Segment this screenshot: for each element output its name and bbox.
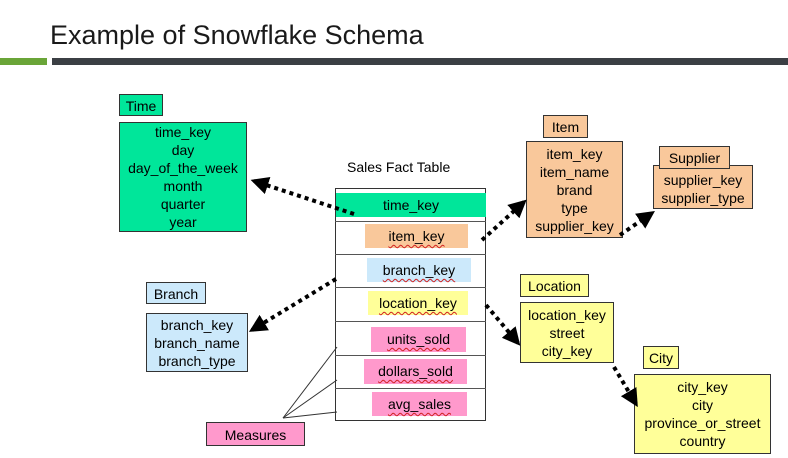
item-attr: item_name (539, 163, 610, 180)
time-attr: time_key (154, 124, 212, 140)
time-attr: quarter (160, 196, 206, 212)
fact-measure-label: dollars_sold (378, 363, 453, 379)
fact-measure-units-sold: units_sold (371, 327, 466, 352)
branch-attr: branch_key (160, 316, 234, 333)
fact-key-time: time_key (336, 193, 486, 217)
fact-key-label: location_key (379, 295, 457, 311)
connector-branch (248, 277, 338, 332)
slide-title: Example of Snowflake Schema (50, 20, 424, 50)
branch-label: Branch (146, 282, 206, 304)
item-attributes: item_key item_name brand type supplier_k… (526, 141, 623, 238)
location-attr: location_key (528, 306, 606, 323)
item-label: Item (543, 115, 588, 138)
item-attr: type (561, 199, 588, 216)
fact-key-label: time_key (382, 197, 440, 213)
fact-row-divider (335, 254, 486, 255)
branch-attr: branch_name (154, 334, 240, 351)
time-attr: day_of_the_week (128, 160, 238, 176)
supplier-attributes: supplier_key supplier_type (653, 165, 753, 209)
fact-measure-dollars-sold: dollars_sold (364, 359, 467, 384)
city-label: City (643, 346, 679, 369)
fact-key-location: location_key (368, 291, 468, 315)
fact-key-label: item_key (388, 228, 445, 244)
connector-location (484, 303, 521, 346)
supplier-attr: supplier_type (661, 190, 745, 206)
fact-measure-label: units_sold (386, 331, 451, 347)
measures-line (282, 411, 338, 419)
fact-row-divider (335, 388, 486, 389)
fact-row-divider (335, 355, 486, 356)
supplier-attr: supplier_key (663, 172, 743, 188)
branch-attr: branch_type (158, 352, 236, 369)
city-attr: city (692, 397, 713, 413)
title-bar-accent (0, 58, 47, 65)
fact-row-divider (335, 321, 486, 322)
time-attr: month (163, 178, 203, 194)
connector-time (250, 176, 355, 216)
city-attr: province_or_street (644, 415, 761, 431)
city-attributes: city_key city province_or_street country (634, 374, 771, 454)
fact-row-divider (335, 287, 486, 288)
city-attr: country (679, 433, 726, 449)
time-attr: year (169, 214, 197, 230)
measures-label: Measures (206, 422, 305, 446)
connector-item (480, 199, 527, 242)
location-attr: street (549, 324, 585, 341)
item-attr: item_key (546, 145, 603, 162)
fact-measure-avg-sales: avg_sales (372, 392, 467, 416)
fact-measure-label: avg_sales (387, 396, 452, 412)
item-attr: supplier_key (535, 217, 614, 234)
branch-attributes: branch_key branch_name branch_type (146, 313, 248, 372)
measures-line (282, 379, 338, 419)
fact-key-branch: branch_key (367, 258, 471, 282)
fact-key-item: item_key (365, 224, 468, 248)
connector-supplier (618, 210, 655, 237)
connector-city (612, 365, 638, 408)
location-label: Location (520, 274, 589, 297)
title-bar (52, 58, 788, 65)
item-attr: brand (556, 181, 593, 198)
time-label: Time (119, 94, 163, 116)
supplier-label: Supplier (659, 146, 730, 169)
fact-row-divider (335, 221, 486, 222)
location-attr: city_key (541, 342, 593, 359)
city-attr: city_key (677, 379, 728, 395)
fact-key-label: branch_key (382, 262, 456, 278)
location-attributes: location_key street city_key (520, 302, 614, 363)
fact-table-caption: Sales Fact Table (347, 159, 451, 175)
measures-line (282, 346, 338, 419)
time-attributes: time_key day day_of_the_week month quart… (119, 122, 247, 232)
time-attr: day (171, 142, 195, 158)
